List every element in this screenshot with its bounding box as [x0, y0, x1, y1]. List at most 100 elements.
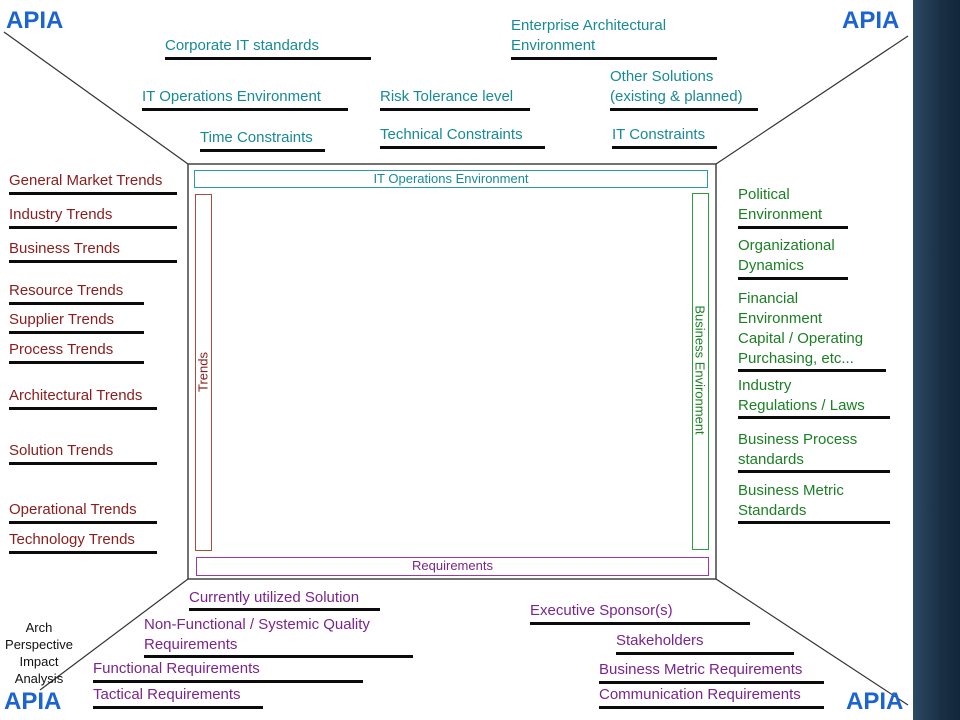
- right-industry-regs-1: Industry: [738, 377, 792, 394]
- bottom-currently-utilized: Currently utilized Solution: [189, 589, 360, 606]
- diagram-canvas: APIA APIA APIA APIA Corporate IT standar…: [0, 0, 913, 720]
- label-corporate-it-standards: Corporate IT standards: [165, 37, 319, 54]
- arch-caption: Arch Perspective Impact Analysis: [0, 619, 78, 687]
- arch-caption-line-3: Impact: [19, 654, 59, 669]
- underline: [599, 706, 824, 709]
- label-other-solutions-1: Other Solutions: [610, 68, 714, 85]
- left-item-architectural-trends: Architectural Trends: [9, 387, 143, 404]
- diag-bottom-left: [39, 578, 189, 691]
- right-edge-background: [913, 0, 960, 720]
- center-bottom-bar-label: Requirements: [412, 558, 493, 573]
- diag-top-left: [3, 31, 189, 165]
- underline: [738, 416, 890, 419]
- underline: [612, 146, 717, 149]
- underline: [200, 149, 325, 152]
- center-top-bar-label: IT Operations Environment: [373, 171, 529, 186]
- right-organizational-1: Organizational: [738, 237, 835, 254]
- underline: [738, 226, 848, 229]
- underline: [9, 260, 177, 263]
- left-item-resource-trends: Resource Trends: [9, 282, 124, 299]
- left-item-process-trends: Process Trends: [9, 341, 114, 358]
- arch-caption-line-2: Perspective: [5, 637, 73, 652]
- left-item-business-trends: Business Trends: [9, 240, 120, 257]
- underline: [738, 521, 890, 524]
- underline: [142, 108, 348, 111]
- underline: [9, 302, 144, 305]
- underline: [738, 369, 886, 372]
- underline: [9, 551, 157, 554]
- diag-top-right: [715, 35, 909, 165]
- right-business-metric-1: Business Metric: [738, 482, 844, 499]
- bottom-functional: Functional Requirements: [93, 660, 260, 677]
- apia-logo-bottom-right: APIA: [846, 688, 904, 715]
- right-political-2: Environment: [738, 206, 823, 223]
- underline: [530, 622, 750, 625]
- bottom-communication-req: Communication Requirements: [599, 686, 801, 703]
- bottom-non-functional-2: Requirements: [144, 636, 238, 653]
- center-bottom-bar: [196, 557, 709, 576]
- apia-logo-top-right: APIA: [842, 7, 900, 34]
- label-technical-constraints: Technical Constraints: [380, 126, 523, 143]
- bottom-tactical: Tactical Requirements: [93, 686, 241, 703]
- underline: [738, 277, 848, 280]
- right-financial-1: Financial: [738, 290, 799, 307]
- left-item-operational-trends: Operational Trends: [9, 501, 137, 518]
- left-item-industry-trends: Industry Trends: [9, 206, 113, 223]
- right-financial-4: Purchasing, etc...: [738, 350, 854, 367]
- underline: [616, 652, 794, 655]
- underline: [9, 521, 157, 524]
- center-right-bar-label: Business Environment: [692, 305, 708, 435]
- underline: [93, 706, 263, 709]
- label-enterprise-arch-env-2: Environment: [511, 37, 596, 54]
- arch-caption-line-1: Arch: [25, 620, 53, 635]
- bottom-non-functional-1: Non-Functional / Systemic Quality: [144, 616, 370, 633]
- apia-logo-top-left: APIA: [6, 7, 64, 34]
- center-left-bar: [195, 194, 212, 551]
- bottom-executive-sponsor: Executive Sponsor(s): [530, 602, 673, 619]
- right-business-process-2: standards: [738, 451, 804, 468]
- label-it-operations-environment: IT Operations Environment: [142, 88, 321, 105]
- underline: [189, 608, 380, 611]
- underline: [599, 681, 824, 684]
- right-industry-regs-2: Regulations / Laws: [738, 397, 865, 414]
- underline: [380, 146, 545, 149]
- left-item-supplier-trends: Supplier Trends: [9, 311, 115, 328]
- apia-logo-bottom-left: APIA: [4, 688, 62, 715]
- underline: [9, 331, 144, 334]
- label-risk-tolerance-level: Risk Tolerance level: [380, 88, 514, 105]
- label-it-constraints: IT Constraints: [612, 126, 706, 143]
- underline: [738, 470, 890, 473]
- diag-bottom-right: [715, 578, 909, 706]
- label-other-solutions-2: (existing & planned): [610, 88, 743, 105]
- right-organizational-2: Dynamics: [738, 257, 804, 274]
- arch-caption-line-4: Analysis: [14, 671, 64, 686]
- right-financial-3: Capital / Operating: [738, 330, 864, 347]
- center-square: [187, 163, 717, 580]
- underline: [380, 108, 530, 111]
- right-business-process-1: Business Process: [738, 431, 858, 448]
- center-top-bar: [194, 170, 708, 188]
- underline: [165, 57, 371, 60]
- bottom-business-metric-req: Business Metric Requirements: [599, 661, 803, 678]
- right-political-1: Political: [738, 186, 790, 203]
- right-financial-2: Environment: [738, 310, 823, 327]
- underline: [144, 655, 413, 658]
- underline: [9, 407, 157, 410]
- perspective-lines: [3, 31, 909, 706]
- center-right-bar: [692, 193, 709, 550]
- left-item-general-market-trends: General Market Trends: [9, 172, 163, 189]
- underline: [93, 680, 363, 683]
- label-enterprise-arch-env-1: Enterprise Architectural: [511, 17, 667, 34]
- right-business-metric-2: Standards: [738, 502, 807, 519]
- center-left-bar-label: Trends: [195, 352, 211, 392]
- underline: [9, 462, 157, 465]
- underline: [9, 361, 144, 364]
- bottom-stakeholders: Stakeholders: [616, 632, 704, 649]
- left-item-solution-trends: Solution Trends: [9, 442, 114, 459]
- underline: [610, 108, 758, 111]
- underline: [511, 57, 717, 60]
- label-time-constraints: Time Constraints: [200, 129, 313, 146]
- left-item-technology-trends: Technology Trends: [9, 531, 135, 548]
- underline: [9, 226, 177, 229]
- underline: [9, 192, 177, 195]
